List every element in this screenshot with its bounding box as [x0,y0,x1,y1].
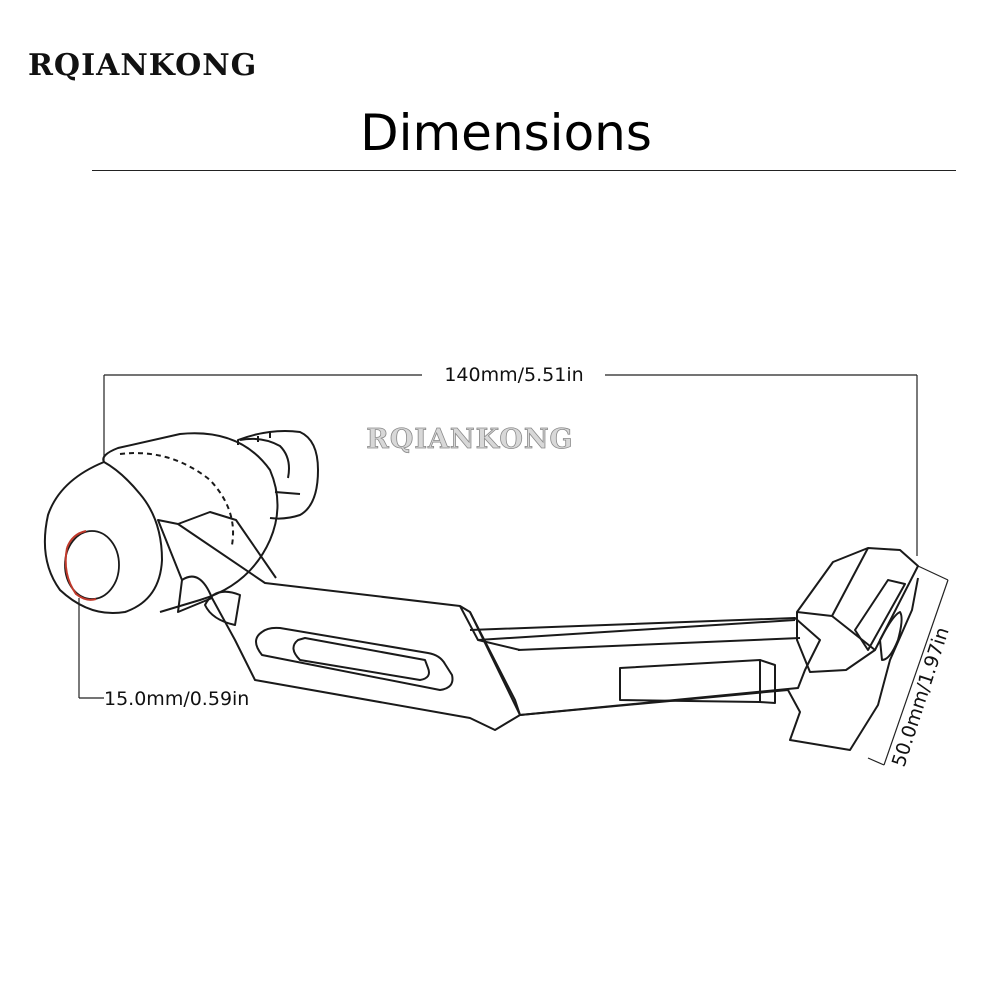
bore-dimension [78,598,104,699]
guard-blade-shape [469,577,919,751]
height-dimension-label: 50.0mm/1.97in [888,625,954,770]
rear-cylinder-shape [237,430,319,520]
brand-logo-text: RQIANKONG [28,48,258,83]
length-dimension [103,374,918,556]
mount-ring-shape [43,432,279,614]
page-title: Dimensions [360,104,652,162]
title-divider [92,170,956,171]
height-dimension [867,565,949,766]
bore-dimension-label: 15.0mm/0.59in [104,688,249,710]
guard-end-pad-shape [796,547,919,673]
length-dimension-label: 140mm/5.51in [444,364,583,386]
watermark-text: RQIANKONG [366,424,573,455]
guard-arm-shape [157,511,521,731]
